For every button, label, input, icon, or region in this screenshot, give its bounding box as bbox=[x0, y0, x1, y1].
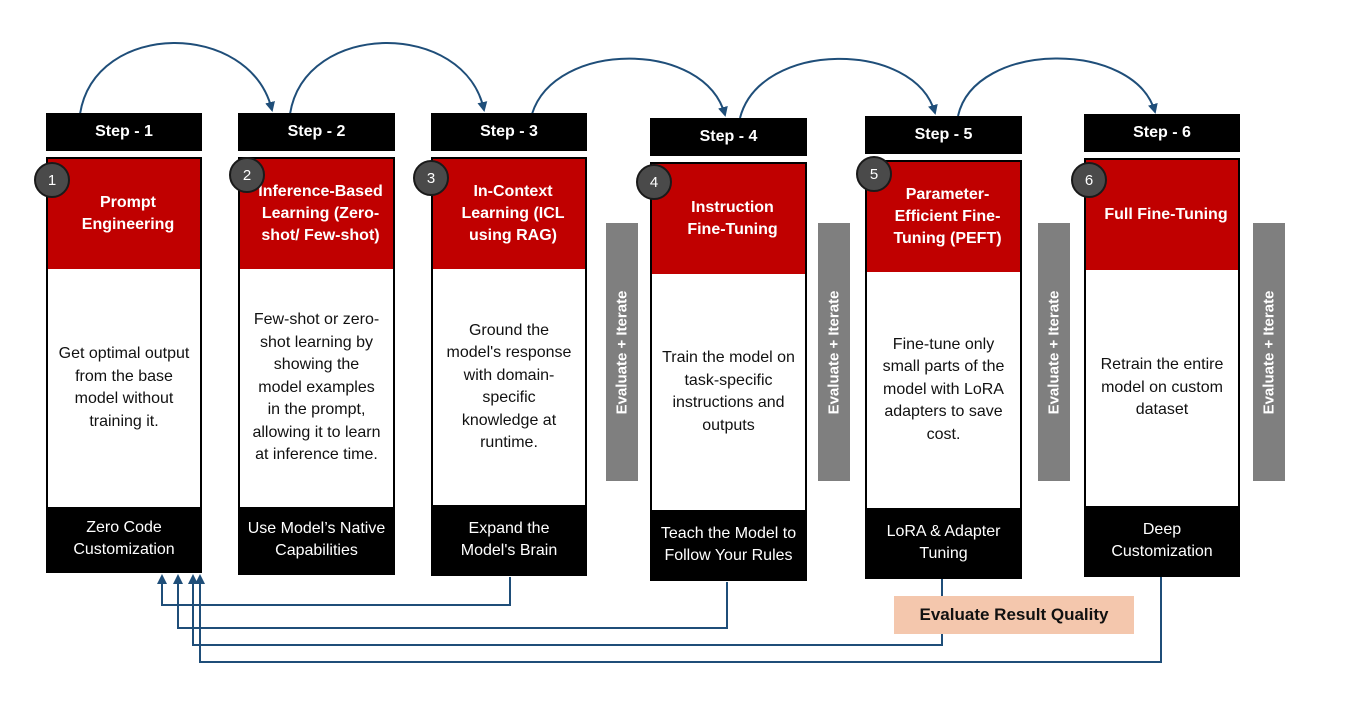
step-1-footer: Zero Code Customization bbox=[48, 507, 200, 571]
step-3-title: In-Context Learning (ICL using RAG) bbox=[433, 159, 585, 269]
step-1-description: Get optimal output from the base model w… bbox=[58, 345, 190, 430]
evaluate-iterate-label-1: Evaluate + Iterate bbox=[613, 290, 631, 414]
step-4-number-badge: 4 bbox=[636, 164, 672, 200]
step-3-header: Step - 3 bbox=[431, 113, 587, 151]
step-4-title: Instruction Fine-Tuning bbox=[652, 164, 805, 274]
step-5-header: Step - 5 bbox=[865, 116, 1022, 154]
step-4-footer: Teach the Model to Follow Your Rules bbox=[652, 510, 805, 579]
step-6-header: Step - 6 bbox=[1084, 114, 1240, 152]
step-3-number-badge: 3 bbox=[413, 160, 449, 196]
feedback-step3 bbox=[157, 574, 511, 606]
step-2-card: Inference-Based Learning (Zero-shot/ Few… bbox=[238, 157, 395, 575]
evaluate-iterate-bar-1: Evaluate + Iterate bbox=[606, 223, 638, 481]
arc-step1-to-step2 bbox=[79, 42, 275, 115]
evaluate-iterate-label-2: Evaluate + Iterate bbox=[825, 290, 843, 414]
evaluate-iterate-bar-3: Evaluate + Iterate bbox=[1038, 223, 1070, 481]
step-2-number-badge: 2 bbox=[229, 157, 265, 193]
feedback-step5 bbox=[188, 574, 943, 646]
step-6-title: Full Fine-Tuning bbox=[1086, 160, 1238, 270]
step-6-footer: Deep Customization bbox=[1086, 506, 1238, 575]
feedback-step6 bbox=[195, 574, 1162, 663]
step-1-header: Step - 1 bbox=[46, 113, 202, 151]
step-3-card: In-Context Learning (ICL using RAG) Grou… bbox=[431, 157, 587, 576]
arc-step3-to-step4 bbox=[531, 57, 728, 117]
evaluate-iterate-label-4: Evaluate + Iterate bbox=[1260, 290, 1278, 414]
step-5-description: Fine-tune only small parts of the model … bbox=[882, 335, 1005, 443]
arc-step5-to-step6 bbox=[957, 57, 1158, 117]
step-2-header: Step - 2 bbox=[238, 113, 395, 151]
step-2-footer: Use Model’s Native Capabilities bbox=[240, 507, 393, 573]
step-4-card: Instruction Fine-Tuning Train the model … bbox=[650, 162, 807, 581]
arc-step2-to-step3 bbox=[289, 42, 488, 115]
feedback-step4 bbox=[173, 574, 728, 629]
step-6-card: Full Fine-Tuning Retrain the entire mode… bbox=[1084, 158, 1240, 577]
step-4-description: Train the model on task-specific instruc… bbox=[662, 349, 795, 434]
evaluate-iterate-bar-4: Evaluate + Iterate bbox=[1253, 223, 1285, 481]
step-5-card: Parameter-Efficient Fine-Tuning (PEFT) F… bbox=[865, 160, 1022, 579]
step-6-description: Retrain the entire model on custom datas… bbox=[1100, 356, 1224, 419]
step-5-footer: LoRA & Adapter Tuning bbox=[867, 508, 1020, 577]
step-4-header: Step - 4 bbox=[650, 118, 807, 156]
arc-step4-to-step5 bbox=[739, 57, 938, 119]
step-2-description: Few-shot or zero-shot learning by showin… bbox=[252, 311, 381, 464]
evaluate-iterate-bar-2: Evaluate + Iterate bbox=[818, 223, 850, 481]
step-1-number-badge: 1 bbox=[34, 162, 70, 198]
step-5-number-badge: 5 bbox=[856, 156, 892, 192]
step-2-title: Inference-Based Learning (Zero-shot/ Few… bbox=[240, 159, 393, 269]
step-6-number-badge: 6 bbox=[1071, 162, 1107, 198]
step-1-title: Prompt Engineering bbox=[48, 159, 200, 269]
step-1-card: Prompt Engineering Get optimal output fr… bbox=[46, 157, 202, 573]
evaluate-iterate-label-3: Evaluate + Iterate bbox=[1045, 290, 1063, 414]
step-3-footer: Expand the Model's Brain bbox=[433, 505, 585, 574]
evaluate-result-quality-box: Evaluate Result Quality bbox=[894, 596, 1134, 634]
step-3-description: Ground the model's response with domain-… bbox=[446, 321, 572, 452]
step-5-title: Parameter-Efficient Fine-Tuning (PEFT) bbox=[867, 162, 1020, 272]
